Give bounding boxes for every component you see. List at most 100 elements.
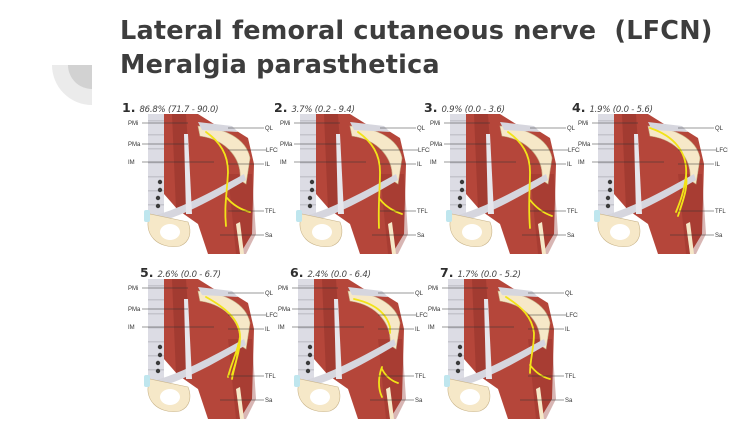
label-im: IM bbox=[128, 325, 135, 331]
label-pmi: PMi bbox=[430, 121, 440, 127]
label-ql: QL bbox=[415, 291, 424, 297]
label-il: IL bbox=[417, 162, 423, 168]
label-sa: Sa bbox=[265, 233, 273, 239]
label-il: IL bbox=[415, 327, 421, 333]
panel-number: 5. bbox=[140, 265, 154, 280]
panel-number: 2. bbox=[274, 100, 288, 115]
label-lfcn: LFCN bbox=[566, 313, 578, 319]
label-pma: PMa bbox=[578, 142, 591, 148]
label-im: IM bbox=[280, 160, 287, 166]
label-il: IL bbox=[565, 327, 571, 333]
label-im: IM bbox=[278, 325, 285, 331]
spine bbox=[148, 279, 164, 381]
label-pmi: PMi bbox=[278, 286, 288, 292]
label-pmi: PMi bbox=[128, 121, 138, 127]
label-im: IM bbox=[578, 160, 585, 166]
panel-caption: 5.2.6% (0.0 - 6.7) bbox=[140, 262, 221, 281]
panel-caption: 4.1.9% (0.0 - 5.6) bbox=[572, 97, 653, 116]
spine bbox=[148, 114, 164, 216]
slide-title: Lateral femoral cutaneous nerve (LFCN) M… bbox=[120, 14, 713, 82]
label-ql: QL bbox=[567, 126, 576, 132]
label-pma: PMa bbox=[430, 142, 443, 148]
label-ql: QL bbox=[417, 126, 426, 132]
label-im: IM bbox=[128, 160, 135, 166]
label-tfl: TFL bbox=[567, 209, 578, 215]
panel-number: 6. bbox=[290, 265, 304, 280]
label-il: IL bbox=[715, 162, 721, 168]
label-tfl: TFL bbox=[715, 209, 726, 215]
label-pma: PMa bbox=[128, 142, 141, 148]
label-pma: PMa bbox=[428, 307, 441, 313]
panel-number: 4. bbox=[572, 100, 586, 115]
panel-statistic: 1.7% (0.0 - 5.2) bbox=[457, 270, 521, 280]
panel-statistic: 2.4% (0.0 - 6.4) bbox=[307, 270, 371, 280]
panel-statistic: 86.8% (71.7 - 90.0) bbox=[139, 105, 219, 115]
label-sa: Sa bbox=[715, 233, 723, 239]
panel-caption: 7.1.7% (0.0 - 5.2) bbox=[440, 262, 521, 281]
label-lfcn: LFCN bbox=[716, 148, 728, 154]
label-lfcn: LFCN bbox=[266, 313, 278, 319]
label-lfcn: LFCN bbox=[418, 148, 430, 154]
label-lfcn: LFCN bbox=[568, 148, 580, 154]
panel-caption: 1.86.8% (71.7 - 90.0) bbox=[122, 97, 219, 116]
label-tfl: TFL bbox=[265, 374, 276, 380]
label-sa: Sa bbox=[567, 233, 575, 239]
panel-number: 1. bbox=[122, 100, 136, 115]
panel-statistic: 3.7% (0.2 - 9.4) bbox=[291, 105, 355, 115]
panel-caption: 3.0.9% (0.0 - 3.6) bbox=[424, 97, 505, 116]
label-sa: Sa bbox=[565, 398, 573, 404]
label-tfl: TFL bbox=[565, 374, 576, 380]
label-tfl: TFL bbox=[417, 209, 428, 215]
panel-number: 3. bbox=[424, 100, 438, 115]
label-il: IL bbox=[567, 162, 573, 168]
label-ql: QL bbox=[565, 291, 574, 297]
label-ql: QL bbox=[265, 126, 274, 132]
spine bbox=[300, 114, 316, 216]
label-lfcn: LFCN bbox=[416, 313, 428, 319]
panel-caption: 2.3.7% (0.2 - 9.4) bbox=[274, 97, 355, 116]
title-line-1: Lateral femoral cutaneous nerve (LFCN) bbox=[120, 16, 713, 46]
label-im: IM bbox=[430, 160, 437, 166]
label-pma: PMa bbox=[278, 307, 291, 313]
label-ql: QL bbox=[265, 291, 274, 297]
panel-statistic: 2.6% (0.0 - 6.7) bbox=[157, 270, 221, 280]
label-pma: PMa bbox=[280, 142, 293, 148]
label-pma: PMa bbox=[128, 307, 141, 313]
spine bbox=[298, 279, 314, 381]
panel-number: 7. bbox=[440, 265, 454, 280]
decorative-quarter-circle bbox=[52, 65, 92, 105]
spine bbox=[450, 114, 466, 216]
title-line-2: Meralgia parasthetica bbox=[120, 50, 440, 80]
panel-statistic: 1.9% (0.0 - 5.6) bbox=[589, 105, 653, 115]
label-sa: Sa bbox=[265, 398, 273, 404]
label-sa: Sa bbox=[417, 233, 425, 239]
label-pmi: PMi bbox=[578, 121, 588, 127]
label-tfl: TFL bbox=[415, 374, 426, 380]
label-il: IL bbox=[265, 327, 271, 333]
label-pmi: PMi bbox=[280, 121, 290, 127]
label-im: IM bbox=[428, 325, 435, 331]
label-lfcn: LFCN bbox=[266, 148, 278, 154]
label-ql: QL bbox=[715, 126, 724, 132]
label-tfl: TFL bbox=[265, 209, 276, 215]
label-pmi: PMi bbox=[428, 286, 438, 292]
label-sa: Sa bbox=[415, 398, 423, 404]
panel-statistic: 0.9% (0.0 - 3.6) bbox=[441, 105, 505, 115]
panel-caption: 6.2.4% (0.0 - 6.4) bbox=[290, 262, 371, 281]
spine bbox=[598, 114, 614, 216]
label-il: IL bbox=[265, 162, 271, 168]
label-pmi: PMi bbox=[128, 286, 138, 292]
